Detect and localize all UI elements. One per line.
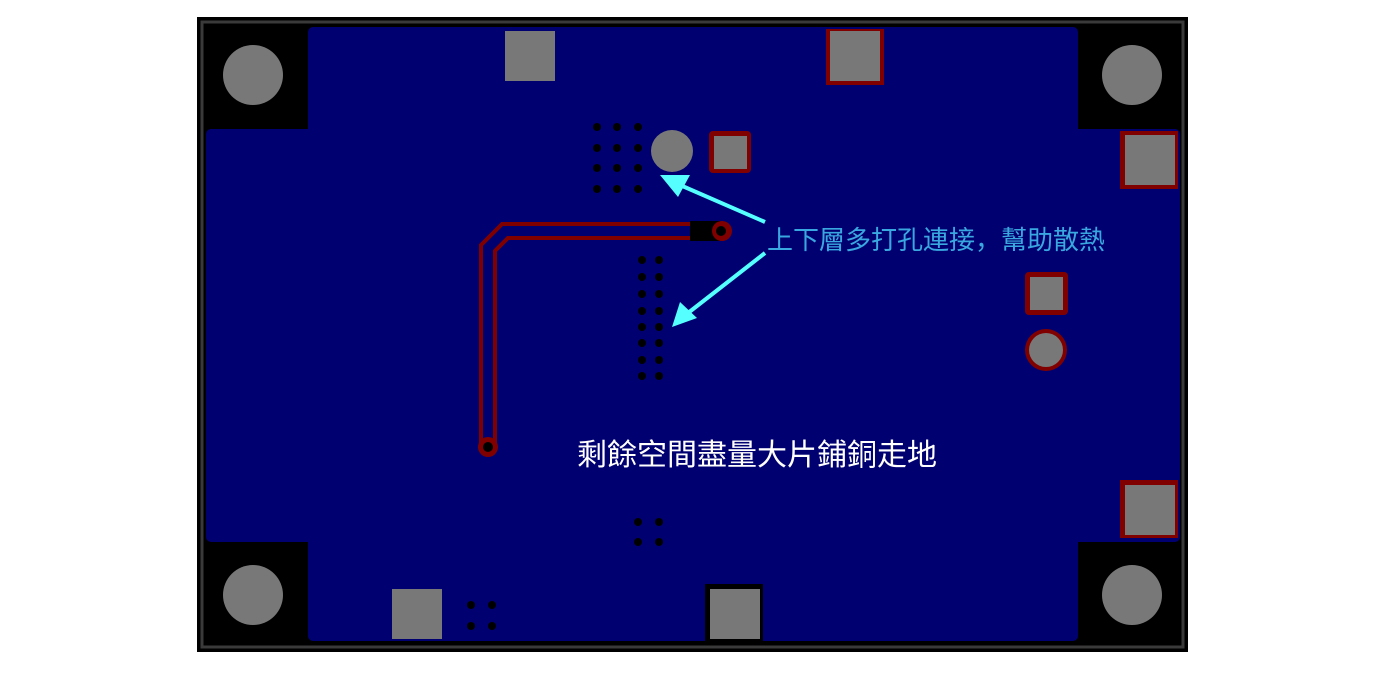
thermal-vias: [467, 123, 663, 630]
pads: [392, 29, 1178, 641]
arrows: [660, 175, 767, 327]
via-annotation: 上下層多打孔連接，幫助散熱: [767, 226, 1106, 256]
mounting-holes: [223, 45, 1162, 625]
copper-pour: [206, 27, 1180, 641]
board-edge: [200, 20, 1185, 649]
arrow-to-via-top: [679, 183, 766, 224]
arrow-to-via-middle: [686, 251, 767, 315]
signal-trace: [478, 221, 732, 457]
copper-annotation: 剩餘空間盡量大片鋪銅走地: [577, 438, 937, 473]
